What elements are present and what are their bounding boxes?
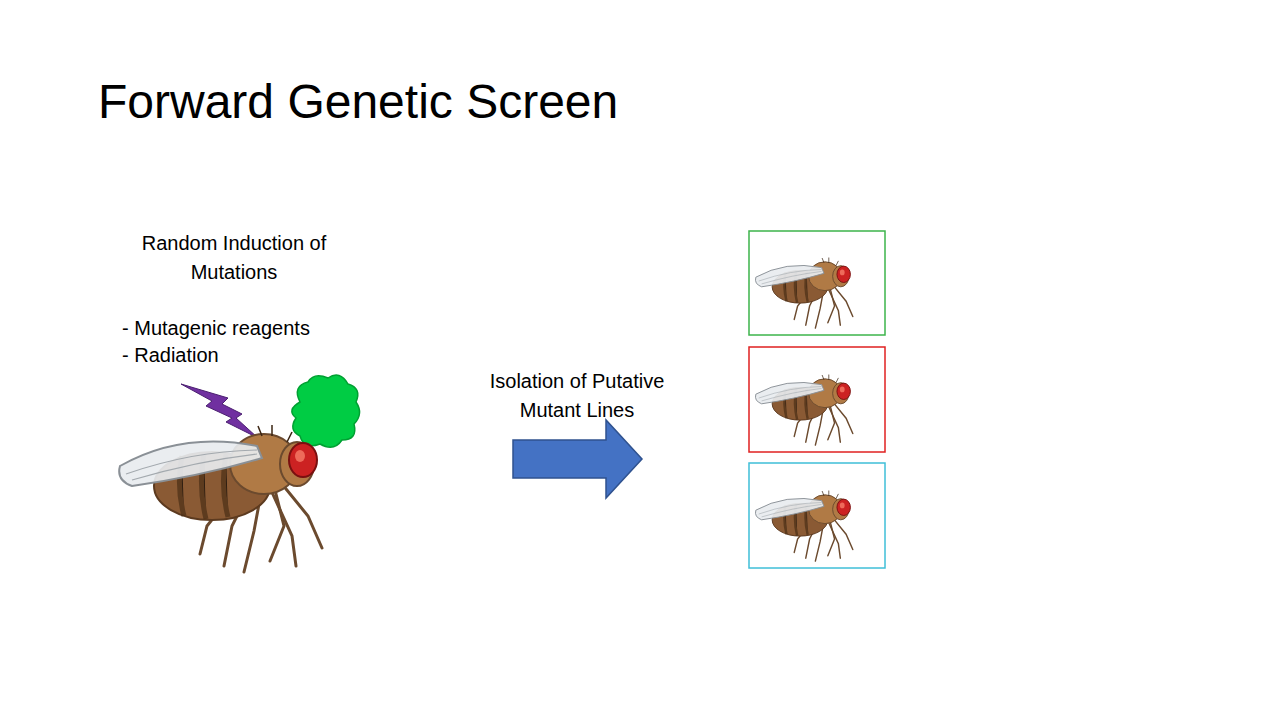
fly-illustration xyxy=(755,491,852,562)
fly-illustration xyxy=(119,425,322,572)
mutant-box xyxy=(749,231,885,335)
block-arrow xyxy=(513,420,642,498)
arrow-label: Isolation of Putative Mutant Lines xyxy=(467,367,687,425)
fly-illustration xyxy=(755,375,852,446)
mutant-box xyxy=(749,347,885,452)
mutant-box xyxy=(749,463,885,568)
slide-title: Forward Genetic Screen xyxy=(98,74,618,130)
step-label: Random Induction of Mutations xyxy=(114,229,354,287)
fly-illustration xyxy=(755,258,852,329)
bullet-item: - Radiation xyxy=(122,341,422,370)
bullet-item: - Mutagenic reagents xyxy=(122,314,422,343)
mutagen-cloud xyxy=(292,375,360,447)
radiation-bolt xyxy=(181,384,258,438)
